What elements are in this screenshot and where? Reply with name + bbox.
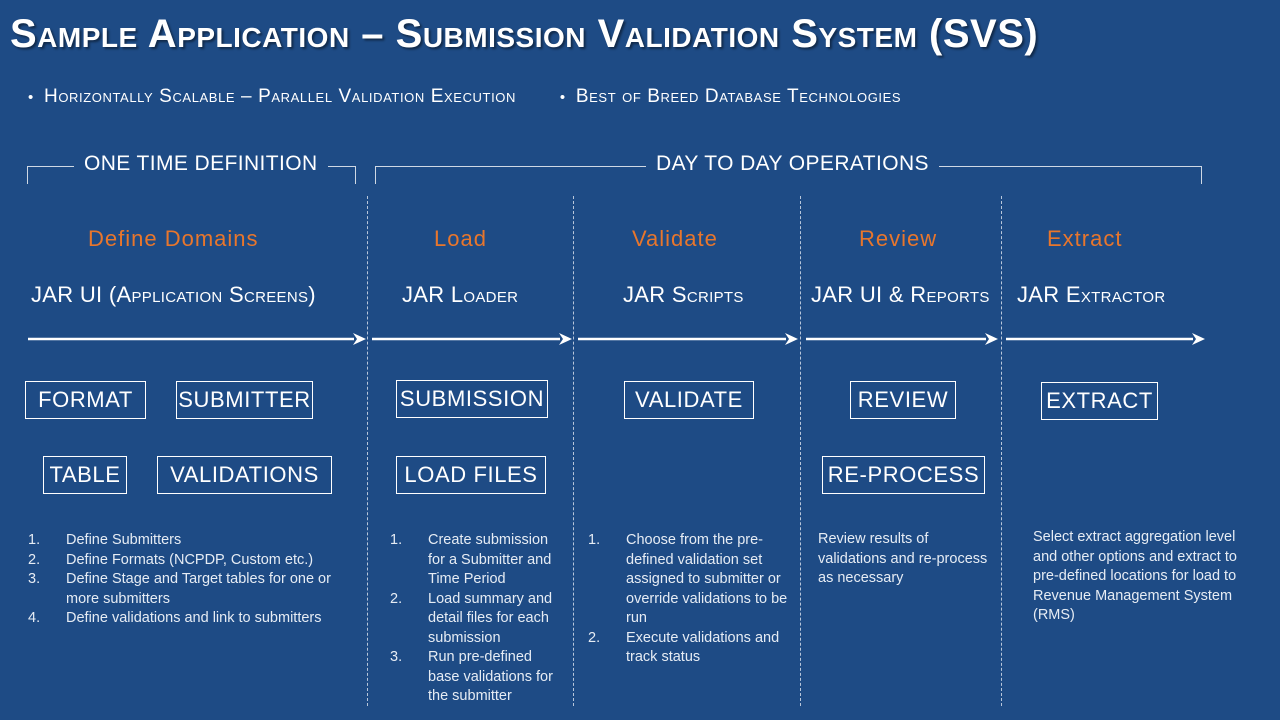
detail-paragraph-review: Review results of validations and re-pro…	[818, 530, 993, 589]
subtitle-bullet-2: • Best of Breed Database Technologies	[560, 86, 901, 108]
list-item-label: Run pre-defined base validations for the…	[428, 649, 553, 704]
bullet-dot-icon: •	[559, 89, 566, 106]
phase-label-one-time-definition: ONE TIME DEFINITION	[74, 152, 328, 176]
list-item: 3. Define Stage and Target tables for one…	[28, 570, 348, 609]
list-item: 2. Load summary and detail files for each…	[390, 590, 565, 649]
list-item: 1. Create submission for a Submitter and …	[390, 531, 565, 590]
list-item-number: 1.	[390, 532, 403, 548]
flow-arrow-head-1	[353, 333, 366, 345]
list-item: 2. Execute validations and track status	[588, 629, 788, 668]
entity-box-extract[interactable]: EXTRACT	[1041, 382, 1158, 420]
column-subheading-jar-extractor: JAR Extractor	[1017, 282, 1166, 307]
detail-paragraph-extract: Select extract aggregation level and oth…	[1033, 528, 1238, 626]
ordered-list: 1. Choose from the pre-defined validation…	[588, 531, 788, 668]
subtitle-bullet-2-label: Best of Breed Database Technologies	[575, 86, 902, 107]
entity-box-review[interactable]: REVIEW	[850, 381, 956, 419]
flow-arrow-head-3	[785, 333, 798, 345]
column-subheading-jar-ui-reports: JAR UI & Reports	[811, 282, 990, 307]
column-heading-define-domains: Define Domains	[88, 226, 259, 251]
column-divider-4	[1001, 196, 1002, 706]
flow-arrow-head-2	[559, 333, 572, 345]
entity-box-format[interactable]: FORMAT	[25, 381, 146, 419]
column-divider-2	[573, 196, 574, 706]
list-item: 1. Define Submitters	[28, 531, 348, 551]
column-subheading-jar-scripts: JAR Scripts	[623, 282, 744, 307]
subtitle-bullet-1: • Horizontally Scalable – Parallel Valida…	[28, 86, 516, 108]
column-heading-load: Load	[434, 226, 487, 251]
list-item: 3. Run pre-defined base validations for t…	[390, 648, 565, 707]
flow-arrow-row	[0, 326, 1280, 354]
subtitle-bullets: • Horizontally Scalable – Parallel Valida…	[28, 86, 1258, 108]
column-heading-validate: Validate	[632, 226, 718, 251]
flow-arrow-head-4	[985, 333, 998, 345]
list-item-number: 4.	[28, 610, 41, 626]
detail-list-validate: 1. Choose from the pre-defined validation…	[588, 531, 788, 668]
list-item-label: Define validations and link to submitter…	[66, 610, 322, 626]
paragraph-text: Review results of validations and re-pro…	[818, 531, 988, 586]
list-item-label: Define Submitters	[66, 532, 182, 548]
list-item-label: Create submission for a Submitter and Ti…	[428, 532, 552, 587]
entity-box-submission[interactable]: SUBMISSION	[396, 380, 548, 418]
subtitle-bullet-1-label: Horizontally Scalable – Parallel Validat…	[44, 86, 516, 107]
list-item: 4. Define validations and link to submitt…	[28, 609, 348, 629]
paragraph-text: Select extract aggregation level and oth…	[1033, 529, 1237, 623]
list-item-label: Choose from the pre-defined validation s…	[626, 532, 788, 626]
list-item-label: Execute validations and track status	[626, 629, 780, 666]
ordered-list: 1. Define Submitters 2. Define Formats (NC…	[28, 531, 348, 629]
entity-box-submitter[interactable]: SUBMITTER	[176, 381, 313, 419]
entity-box-re-process[interactable]: RE-PROCESS	[822, 456, 985, 494]
column-heading-extract: Extract	[1047, 226, 1123, 251]
list-item-number: 2.	[28, 551, 41, 568]
flow-arrow-head-5	[1192, 333, 1205, 345]
list-item-number: 1.	[28, 532, 41, 548]
entity-box-validate[interactable]: VALIDATE	[624, 381, 754, 419]
page-title: Sample Application – Submission Validati…	[10, 12, 1039, 56]
list-item-number: 2.	[390, 590, 403, 607]
detail-list-load: 1. Create submission for a Submitter and …	[390, 531, 565, 707]
list-item-label: Define Formats (NCPDP, Custom etc.)	[66, 551, 314, 568]
column-divider-3	[800, 196, 801, 706]
list-item-number: 2.	[588, 629, 601, 646]
entity-box-validations[interactable]: VALIDATIONS	[157, 456, 332, 494]
list-item-number: 3.	[28, 571, 41, 587]
list-item-number: 1.	[588, 532, 601, 548]
list-item: 1. Choose from the pre-defined validation…	[588, 531, 788, 629]
entity-box-table[interactable]: TABLE	[43, 456, 127, 494]
column-heading-review: Review	[859, 226, 938, 251]
ordered-list: 1. Create submission for a Submitter and …	[390, 531, 565, 707]
list-item-label: Define Stage and Target tables for one o…	[66, 571, 331, 607]
column-subheading-jar-loader: JAR Loader	[402, 282, 519, 307]
flow-arrows-svg	[28, 333, 1205, 345]
entity-box-load-files[interactable]: LOAD FILES	[396, 456, 546, 494]
column-subheading-jar-ui: JAR UI (Application Screens)	[31, 282, 316, 307]
column-divider-1	[367, 196, 368, 706]
list-item-label: Load summary and detail files for each s…	[428, 590, 553, 646]
bullet-dot-icon: •	[28, 89, 34, 106]
detail-list-define-domains: 1. Define Submitters 2. Define Formats (NC…	[28, 531, 348, 629]
phase-label-day-to-day-operations: DAY TO DAY OPERATIONS	[646, 152, 939, 176]
list-item-number: 3.	[390, 649, 403, 665]
list-item: 2. Define Formats (NCPDP, Custom etc.)	[28, 551, 348, 571]
